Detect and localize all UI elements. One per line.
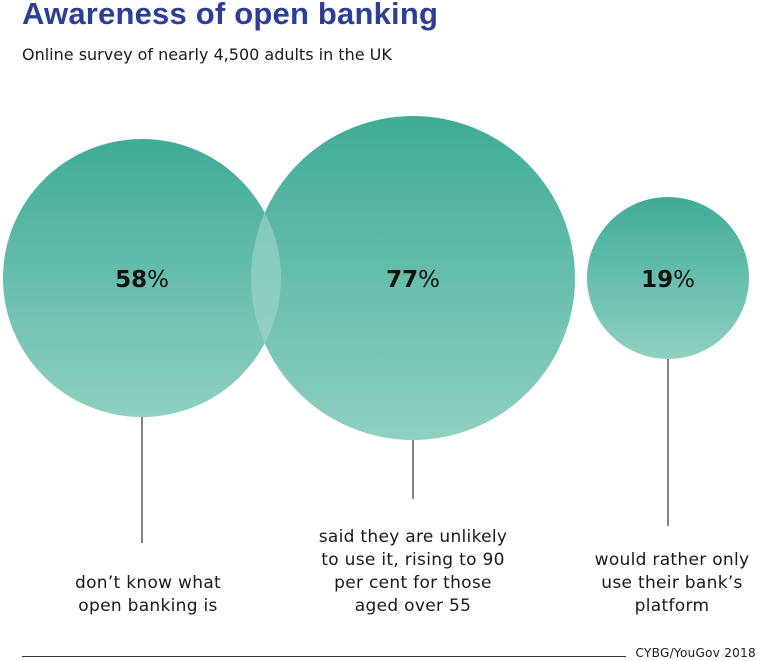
value-label-2: 77% (386, 267, 440, 293)
chart-subtitle: Online survey of nearly 4,500 adults in … (22, 45, 392, 64)
bubble-description-2: said they are unlikely to use it, rising… (318, 527, 508, 616)
value-label-3: 19% (641, 267, 695, 293)
bubble-3 (587, 197, 749, 359)
bubble-description-3: would rather only use their bank’s platf… (594, 550, 750, 616)
bubble-description-1: don’t know what open banking is (74, 573, 222, 616)
bubble-1 (3, 139, 281, 417)
source-rule (22, 656, 626, 657)
chart-title: Awareness of open banking (22, 0, 439, 31)
bubble-2 (251, 116, 575, 440)
bubble-overlap (250, 212, 281, 344)
value-label-1: 58% (115, 267, 169, 293)
source-note: CYBG/YouGov 2018 (635, 646, 756, 660)
